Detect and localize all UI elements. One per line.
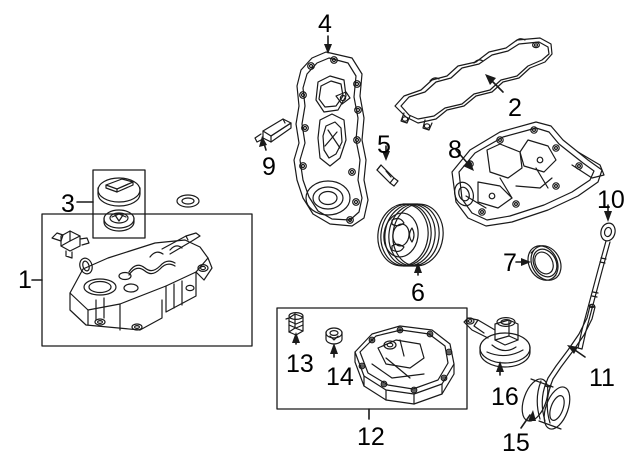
oil-filler-cap-illustration [97,177,141,232]
leader-10 [604,204,612,222]
callout-5: 5 [377,131,391,159]
sealant-tube-illustration [254,118,292,143]
valve-cover-gasket-illustration [394,37,553,131]
oil-filter-illustration [521,378,571,430]
leader-7 [515,258,531,266]
leader-11 [567,345,586,358]
leader-5 [382,145,390,161]
leader-6 [414,262,422,276]
callout-13: 13 [286,350,314,378]
leader-2 [485,74,504,93]
callout-12: 12 [357,423,385,451]
callout-4: 4 [318,10,332,38]
leader-14 [330,343,338,358]
callout-6: 6 [411,279,425,307]
callout-8: 8 [448,136,462,164]
leader-13 [292,332,300,345]
upper-oil-pan-illustration [451,121,605,227]
leader-16 [496,361,504,376]
leader-4 [324,35,332,54]
callout-14: 14 [326,363,354,391]
callout-10: 10 [597,186,625,214]
callout-16: 16 [491,383,519,411]
crankshaft-pulley-illustration [377,203,444,267]
leader-8 [455,149,474,171]
valve-cover-illustration [69,194,213,331]
lower-oil-pan-illustration [354,325,455,405]
box-lower-oil-pan-group [276,307,468,410]
drain-plug-illustration [285,312,304,336]
callout-15: 15 [502,429,530,457]
oil-pump-pickup-illustration [463,317,531,368]
box-oil-filler-cap-group [92,169,146,239]
callout-9: 9 [262,153,276,181]
crankshaft-seal-illustration [527,245,562,281]
dipstick-illustration [577,222,616,350]
pcv-valve-illustration [51,230,90,259]
callout-3: 3 [61,190,75,218]
timing-chain-cover-illustration [293,51,369,227]
leader-9 [259,136,267,151]
leader-15 [520,410,536,429]
callout-11: 11 [589,364,615,392]
callout-1: 1 [18,266,32,294]
dowel-pin-illustration [376,164,399,187]
callout-7: 7 [503,249,517,277]
callout-2: 2 [508,94,522,122]
